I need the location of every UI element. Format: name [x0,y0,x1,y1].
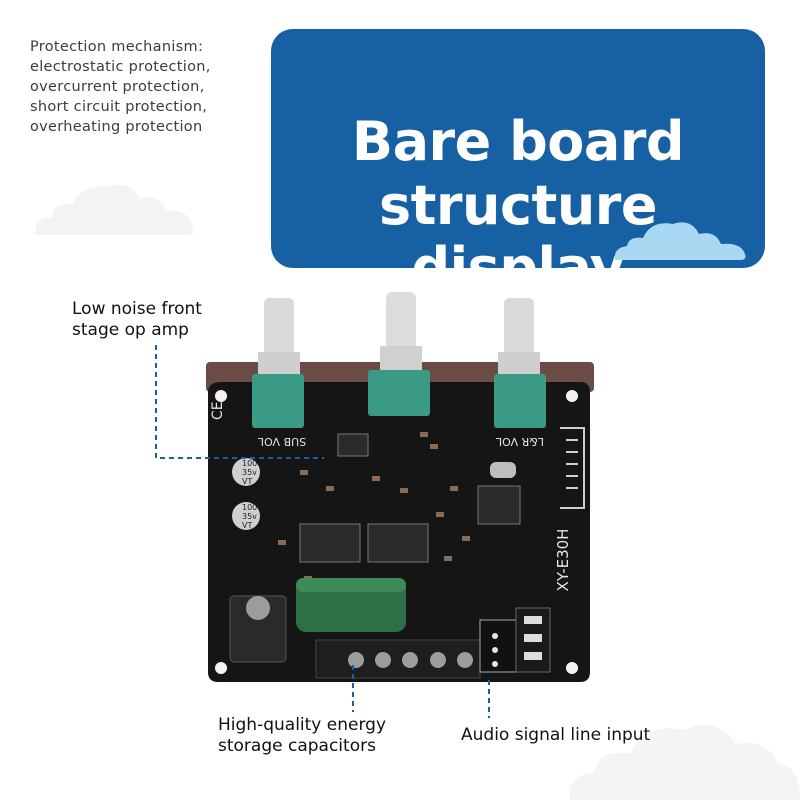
amplifier-chip [367,523,429,563]
protection-line: Protection mechanism: [30,39,204,55]
capacitors-label-line: storage capacitors [218,736,376,756]
op-amp-label-line: Low noise front [72,299,202,319]
protection-line: overcurrent protection, [30,79,205,95]
potentiometer-center [368,370,430,416]
protection-line: electrostatic protection, [30,59,211,75]
audio-input-label-text: Audio signal line input [461,725,651,745]
svg-text:35v: 35v [242,512,257,521]
cloud-icon [614,222,746,260]
silk-sub-vol: SUB VOL [257,435,306,448]
antenna-trace [560,427,585,509]
svg-text:100: 100 [242,503,257,512]
knob-shaft-right [498,298,540,376]
title-line-2: structure display [378,174,658,269]
svg-text:VT: VT [242,521,252,530]
potentiometer-lr-vol [494,374,546,428]
mounting-hole [215,662,227,674]
knob-shaft-center [380,292,422,370]
audio-input-label: Audio signal line input [461,725,650,746]
title-banner: Bare board structure display [271,29,765,268]
protection-line: overheating protection [30,119,203,135]
title-line-1: Bare board [351,110,685,173]
small-capacitor: 100 35v VT [232,502,260,530]
svg-text:35v: 35v [242,468,257,477]
amplifier-chip [299,523,361,563]
bluetooth-chip [477,485,521,525]
svg-text:VT: VT [242,477,252,486]
protection-description: Protection mechanism: electrostatic prot… [30,37,260,137]
silk-ce: CE [210,401,226,420]
small-capacitor: 100 35v VT [232,458,260,486]
speaker-terminal-block [315,639,481,679]
silk-lr-vol: L&R VOL [495,435,544,448]
knob-shaft-left [258,298,300,376]
cloud-icon [35,184,194,235]
protection-line: short circuit protection, [30,99,208,115]
potentiometer-sub-vol [252,374,304,428]
crystal [490,462,516,478]
mounting-hole [566,662,578,674]
capacitors-label: High-quality energy storage capacitors [218,715,386,757]
capacitors-label-line: High-quality energy [218,715,386,735]
silk-model: XY-E30H [554,529,572,592]
op-amp-label-line: stage op amp [72,320,189,340]
op-amp-label: Low noise front stage op amp [72,299,202,341]
op-amp-leader-line [155,345,324,459]
svg-text:100: 100 [242,459,257,468]
audio-input-connector [479,619,521,673]
mounting-hole [215,390,227,402]
op-amp-chip [337,433,369,457]
mounting-hole [566,390,578,402]
cloud-icon [569,724,800,800]
